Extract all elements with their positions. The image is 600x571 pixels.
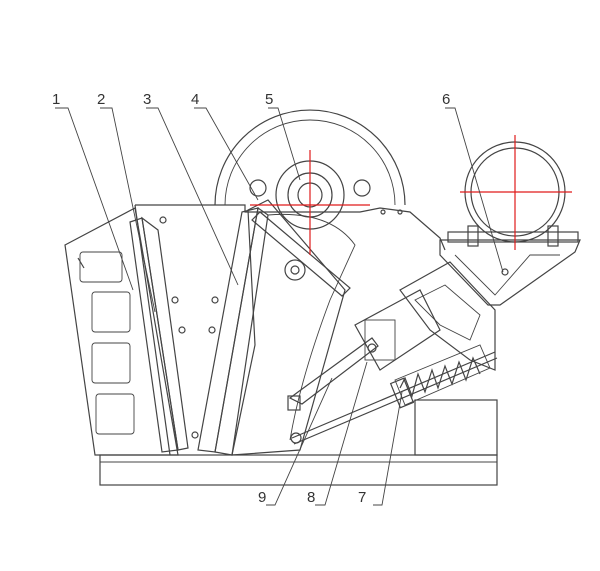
movable-jaw <box>231 199 356 456</box>
callout-6: 6 <box>442 91 450 108</box>
callout-1: 1 <box>52 91 60 108</box>
callout-5: 5 <box>265 91 273 108</box>
tension-spring <box>389 344 491 409</box>
upper-tie-rod <box>251 211 351 297</box>
adjustment-housing <box>399 261 496 371</box>
callout-4: 4 <box>191 91 199 108</box>
toggle-seat <box>354 289 441 371</box>
leader-lines <box>55 107 504 506</box>
motor-bracket <box>439 225 581 306</box>
movable-jaw-plate <box>197 206 269 456</box>
centerlines <box>250 135 572 255</box>
fixed-jaw-frame <box>64 207 179 456</box>
callout-2: 2 <box>97 91 105 108</box>
main-frame <box>134 204 446 456</box>
callout-9: 9 <box>258 489 266 506</box>
callout-7: 7 <box>358 489 366 506</box>
fixed-jaw-plate <box>129 216 189 453</box>
base-frame <box>99 399 498 486</box>
callout-3: 3 <box>143 91 151 108</box>
toggle-plate <box>287 337 379 411</box>
callout-8: 8 <box>307 489 315 506</box>
tension-rod <box>290 351 498 445</box>
